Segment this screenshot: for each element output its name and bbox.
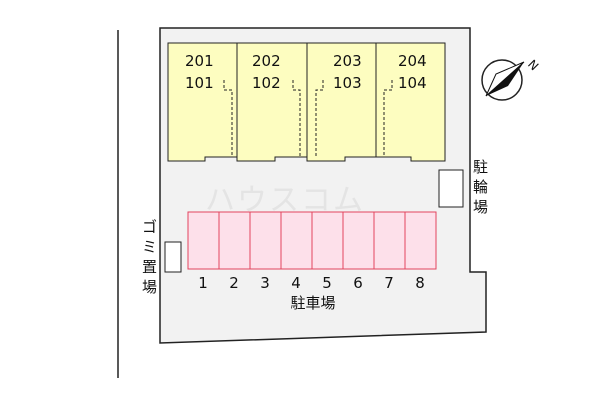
- building-units: 201 101 202 102 203 103 204 104: [167, 42, 446, 162]
- bicycle-parking-label-char: 駐: [473, 158, 488, 176]
- unit-upper-number: 203: [333, 52, 362, 70]
- parking-space-number: 5: [322, 274, 332, 292]
- parking-space-number: 1: [198, 274, 208, 292]
- garbage-area: [164, 241, 182, 273]
- unit-divider: [292, 80, 301, 157]
- parking-label: 駐車場: [290, 294, 335, 312]
- parking-space-number: 2: [229, 274, 239, 292]
- parking-space-number: 4: [291, 274, 301, 292]
- building-unit: 202 102: [236, 42, 308, 162]
- unit-lower-number: 102: [252, 74, 281, 92]
- compass-north-icon: N: [481, 57, 541, 101]
- parking-space-number: 6: [353, 274, 363, 292]
- parking-space-number: 7: [384, 274, 394, 292]
- unit-divider: [383, 80, 393, 157]
- unit-lower-number: 104: [398, 74, 427, 92]
- bicycle-parking-label-char: 輪: [473, 178, 488, 196]
- parking-space: [311, 211, 344, 270]
- parking-space: [280, 211, 313, 270]
- building-unit: 203 103: [306, 42, 377, 162]
- parking-spaces: [187, 211, 437, 270]
- parking-space: [404, 211, 437, 270]
- parking-space-number: 8: [415, 274, 425, 292]
- building-unit: 201 101: [167, 42, 238, 162]
- unit-lower-number: 101: [185, 74, 214, 92]
- garbage-area-label-char: 場: [142, 278, 157, 296]
- bicycle-parking-label-char: 場: [473, 198, 488, 216]
- parking-space-numbers: 1 2 3 4 5 6 7 8: [198, 274, 425, 292]
- unit-block: [375, 42, 446, 162]
- parking-space-number: 3: [260, 274, 270, 292]
- garbage-area-label-char: ミ: [142, 238, 157, 256]
- parking-space: [373, 211, 406, 270]
- unit-lower-number: 103: [333, 74, 362, 92]
- building-unit: 204 104: [375, 42, 446, 162]
- unit-upper-number: 202: [252, 52, 281, 70]
- garbage-area-label-char: ゴ: [142, 218, 157, 236]
- unit-upper-number: 204: [398, 52, 427, 70]
- unit-divider: [223, 80, 233, 157]
- parking-space: [342, 211, 375, 270]
- compass-north-label: N: [525, 57, 541, 73]
- bicycle-parking-area: [438, 169, 464, 208]
- unit-divider: [315, 80, 324, 157]
- parking-space: [249, 211, 282, 270]
- parking-space: [187, 211, 220, 270]
- garbage-area-label-char: 置: [142, 258, 157, 276]
- unit-upper-number: 201: [185, 52, 214, 70]
- parking-space: [218, 211, 251, 270]
